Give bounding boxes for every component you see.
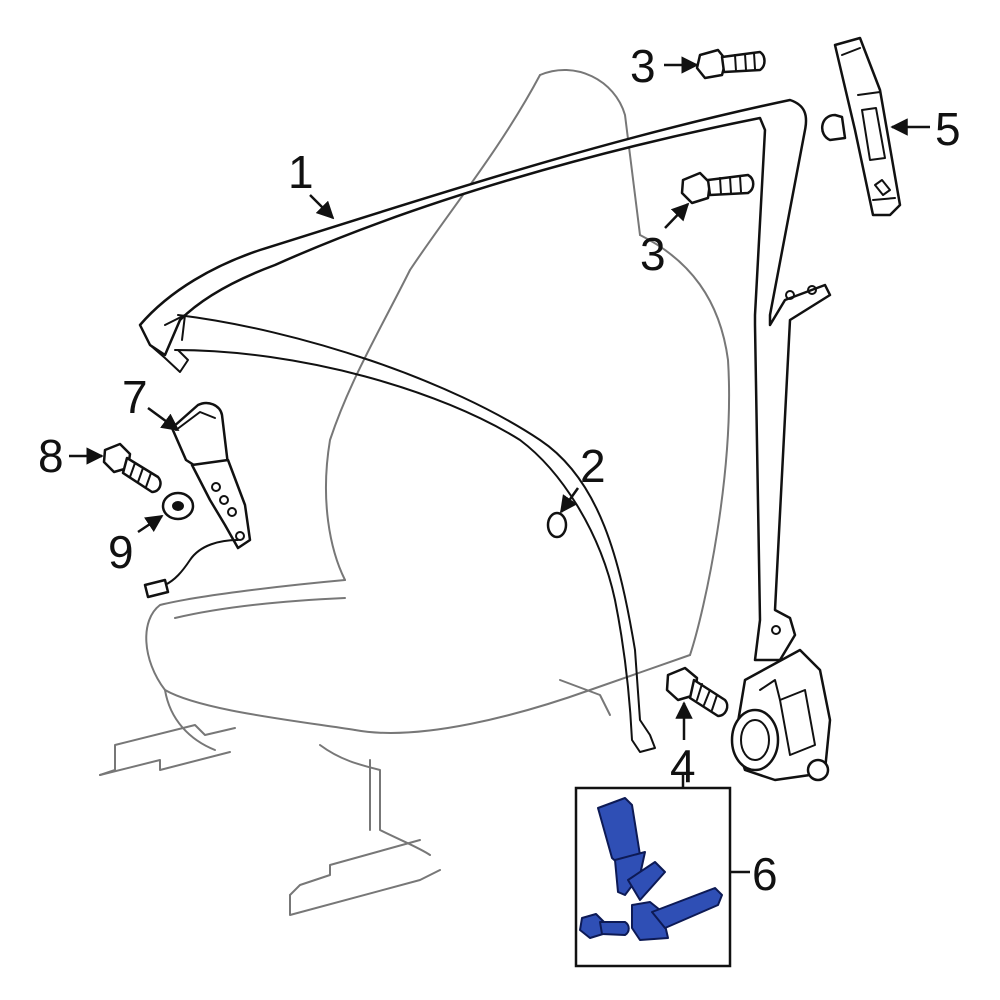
seat-outline — [99, 69, 731, 916]
callout-2: 2 — [580, 440, 606, 492]
callout-4: 4 — [670, 740, 696, 792]
callout-3-middle: 3 — [640, 228, 666, 280]
seat-belt-webbing — [138, 98, 832, 753]
callout-7: 7 — [122, 371, 148, 423]
buckle-bolt — [102, 442, 162, 494]
callout-9: 9 — [108, 526, 134, 578]
callout-8: 8 — [38, 430, 64, 482]
buckle-assembly-box — [574, 786, 732, 968]
belt-retractor — [730, 648, 832, 782]
stopper-button — [546, 511, 568, 539]
callout-1: 1 — [288, 146, 314, 198]
leader-lines — [69, 56, 930, 874]
lower-anchor-bolt — [665, 666, 729, 718]
height-adjuster — [821, 36, 902, 217]
callout-3-top: 3 — [630, 40, 656, 92]
upper-bolt-top — [695, 48, 766, 80]
upper-bolt-middle — [680, 171, 755, 205]
seat-belt-buckle — [143, 401, 252, 599]
washer — [161, 491, 195, 521]
callout-6: 6 — [752, 848, 778, 900]
callout-5: 5 — [935, 103, 961, 155]
